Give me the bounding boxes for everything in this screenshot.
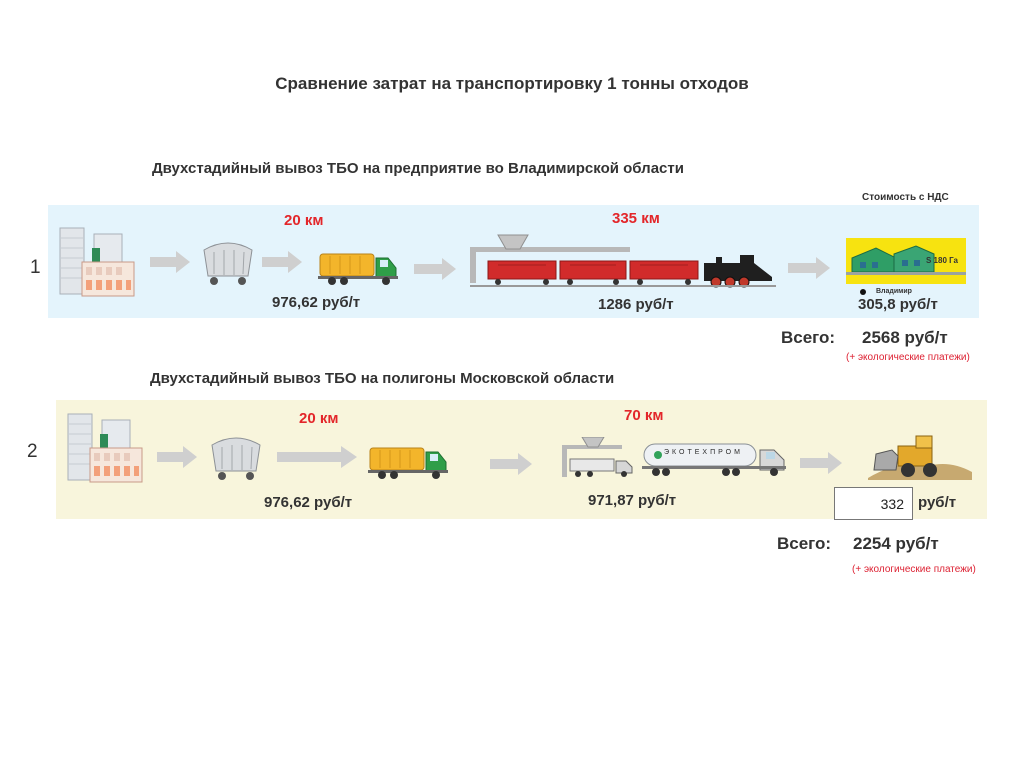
city-label: Владимир — [876, 288, 912, 295]
location-dot-icon — [860, 289, 866, 295]
landfill-price-input[interactable] — [834, 487, 913, 520]
arrow-icon — [277, 446, 357, 468]
garbage-truck-icon — [318, 250, 400, 286]
route1-number: 1 — [30, 257, 41, 278]
tanker-truck-icon — [642, 440, 788, 478]
buildings-icon — [58, 220, 138, 298]
route1-price3: 305,8 руб/т — [858, 296, 938, 313]
route1-total-label: Всего: — [781, 328, 836, 347]
route2-price2: 971,87 руб/т — [588, 492, 677, 509]
route1-subtitle: Двухстадийный вывоз ТБО на предприятие в… — [152, 160, 684, 177]
route1-price1: 976,62 руб/т — [272, 294, 361, 311]
arrow-icon — [157, 446, 197, 468]
route1-km2: 335 км — [612, 210, 660, 227]
waste-container-icon — [208, 433, 264, 481]
tanker-label: ЭКОТЕХПРОМ — [664, 449, 743, 456]
buildings-icon — [66, 406, 146, 484]
bulldozer-icon — [868, 430, 972, 480]
transfer-station-icon — [560, 437, 640, 479]
route1-total-value: 2568 руб/т — [862, 328, 948, 347]
route1-eco-note: (+ экологические платежи) — [846, 352, 970, 363]
page-title: Сравнение затрат на транспортировку 1 то… — [275, 74, 749, 93]
route2-total-label: Всего: — [777, 534, 832, 553]
waste-container-icon — [200, 238, 256, 286]
vat-label: Стоимость с НДС — [862, 192, 949, 203]
arrow-icon — [414, 258, 456, 280]
arrow-icon — [262, 251, 302, 273]
route2-subtitle: Двухстадийный вывоз ТБО на полигоны Моск… — [150, 370, 615, 387]
route1-price2: 1286 руб/т — [598, 296, 674, 313]
route1-km1: 20 км — [284, 212, 324, 229]
plant-area-label: S 180 Га — [926, 256, 959, 265]
route2-eco-note: (+ экологические платежи) — [852, 564, 976, 575]
train-icon — [470, 233, 780, 289]
processing-plant-icon — [846, 238, 966, 286]
route2-total-value: 2254 руб/т — [853, 534, 939, 553]
route2-km2: 70 км — [624, 407, 664, 424]
garbage-truck-icon — [368, 444, 450, 480]
arrow-icon — [788, 257, 830, 279]
arrow-icon — [800, 452, 842, 474]
route2-number: 2 — [27, 441, 38, 462]
arrow-icon — [150, 251, 190, 273]
arrow-icon — [490, 453, 532, 475]
route2-price3-unit: руб/т — [918, 494, 957, 511]
route2-price1: 976,62 руб/т — [264, 494, 353, 511]
route2-km1: 20 км — [299, 410, 339, 427]
